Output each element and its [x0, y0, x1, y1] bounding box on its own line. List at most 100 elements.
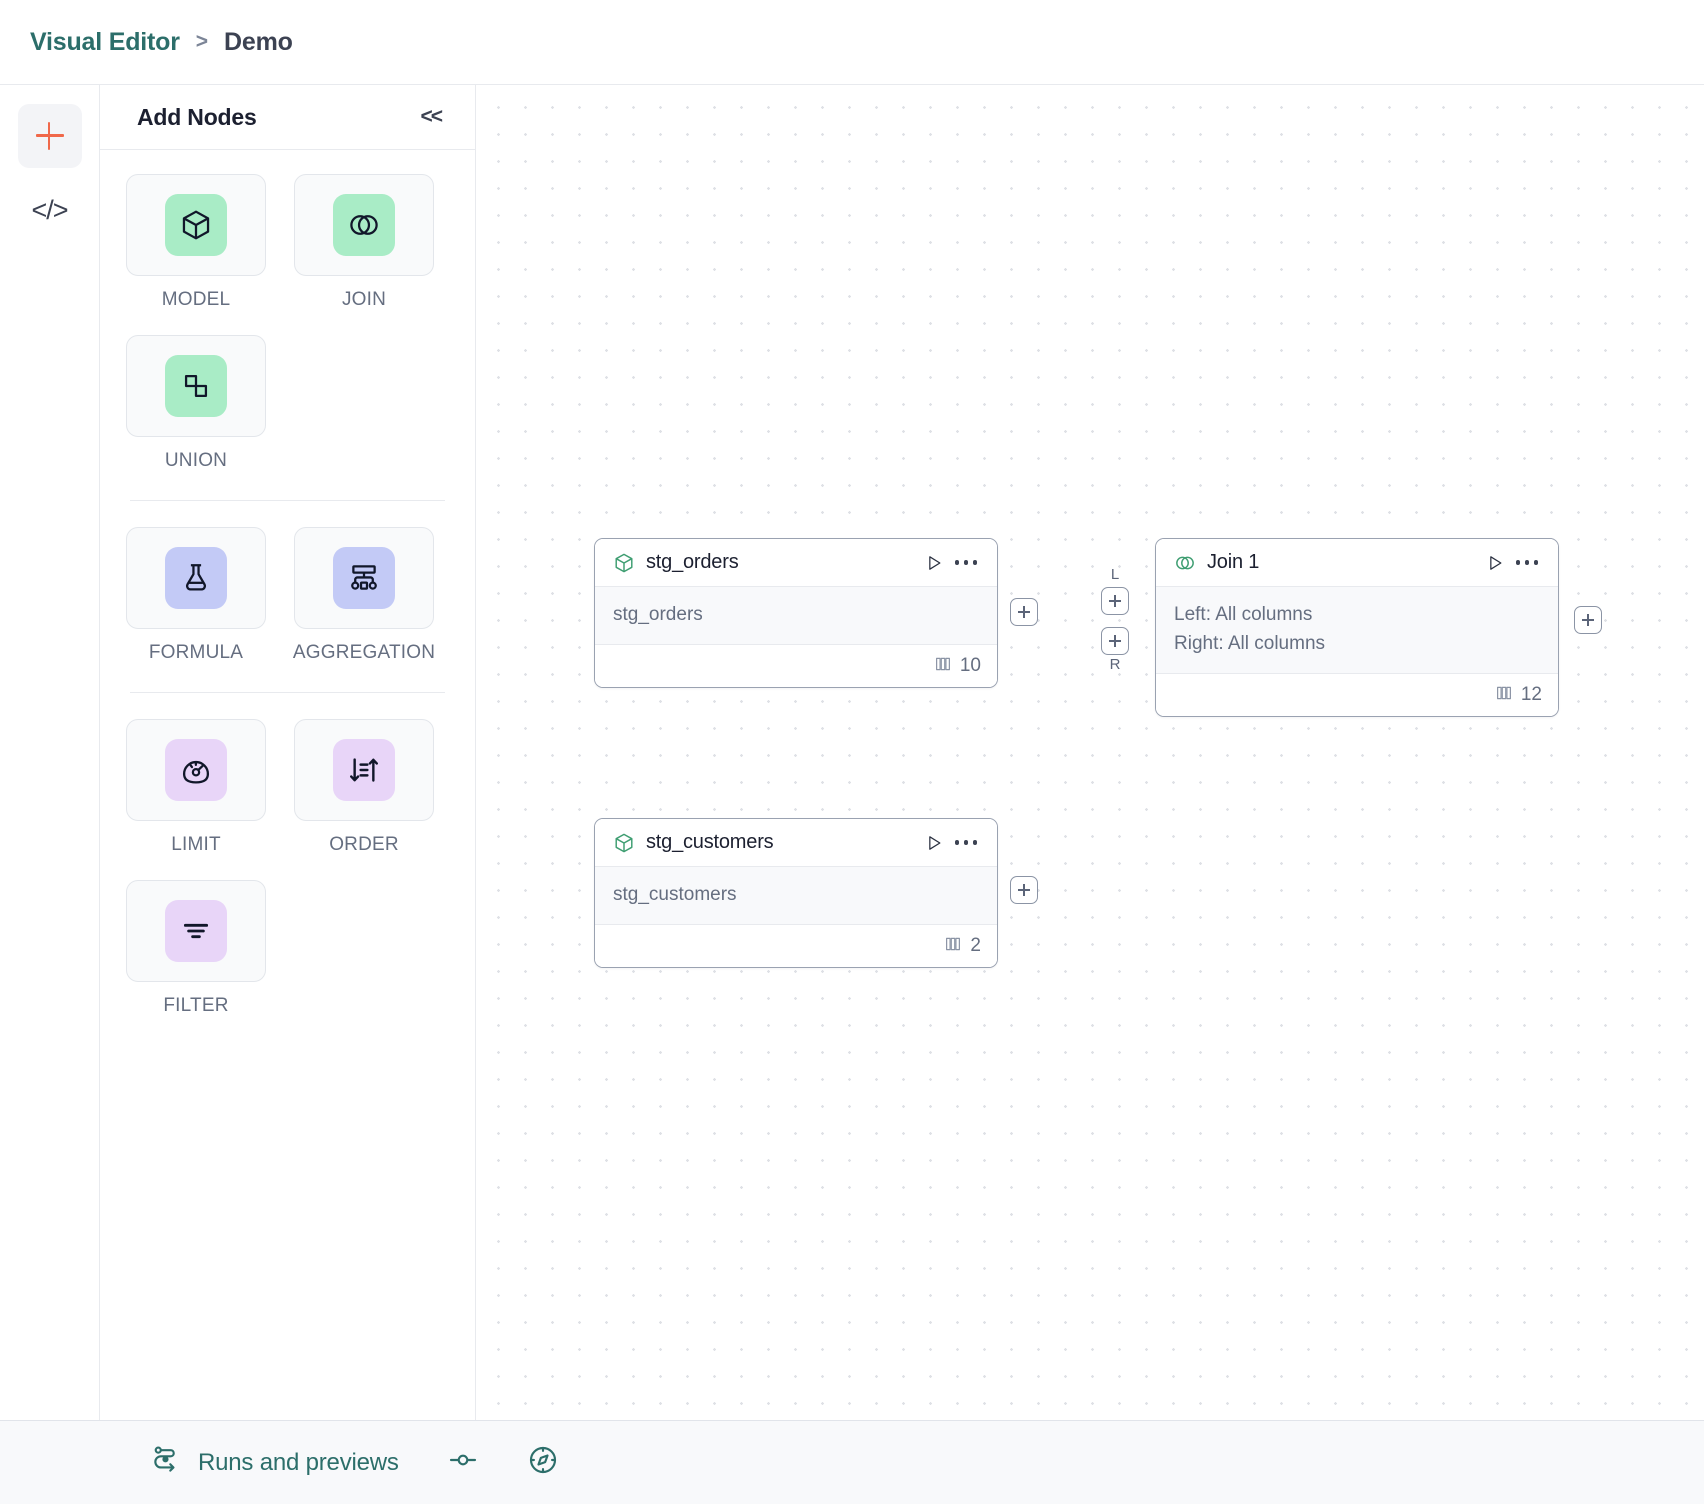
flow-node-stg-orders[interactable]: stg_orders stg_orders	[594, 538, 998, 688]
flow-node-join-1[interactable]: Join 1 Left: All columns Right: All colu…	[1155, 538, 1559, 717]
rail-code-button[interactable]: </>	[18, 178, 82, 242]
node-label-union: UNION	[164, 450, 228, 471]
play-icon[interactable]	[919, 549, 949, 577]
add-nodes-panel: Add Nodes <<	[100, 85, 476, 1420]
cube-icon	[613, 552, 635, 574]
add-nodes-header: Add Nodes <<	[100, 85, 475, 150]
handle-join-input-right[interactable]	[1101, 627, 1129, 655]
node-header: stg_orders	[595, 539, 997, 587]
collapse-panel-button[interactable]: <<	[420, 105, 443, 128]
node-title: stg_orders	[646, 551, 739, 573]
node-title: Join 1	[1207, 551, 1260, 573]
pipeline-icon	[150, 1444, 182, 1481]
node-card-formula[interactable]	[126, 527, 266, 629]
handle-orders-output[interactable]	[1010, 598, 1038, 626]
edge-layer	[476, 85, 776, 235]
slider-icon	[447, 1444, 479, 1481]
node-palette-item-order: ORDER	[294, 719, 434, 856]
node-body: stg_customers	[595, 867, 997, 925]
handle-join-input-left[interactable]	[1101, 587, 1129, 615]
bottom-toolbar: Runs and previews	[0, 1420, 1704, 1504]
node-label-aggregation: AGGREGATION	[292, 642, 436, 663]
node-card-model[interactable]	[126, 174, 266, 276]
cube-icon	[165, 194, 227, 256]
node-footer: 2	[595, 925, 997, 967]
node-palette-item-limit: LIMIT	[126, 719, 266, 856]
node-card-join[interactable]	[294, 174, 434, 276]
node-card-limit[interactable]	[126, 719, 266, 821]
code-icon: </>	[31, 194, 68, 225]
node-body: Left: All columns Right: All columns	[1156, 587, 1558, 674]
node-label-formula: FORMULA	[148, 642, 244, 663]
slider-toggle-button[interactable]	[447, 1444, 479, 1481]
node-card-aggregation[interactable]	[294, 527, 434, 629]
flow-canvas[interactable]: stg_orders stg_orders	[476, 85, 1704, 1420]
ellipsis-icon[interactable]	[951, 829, 981, 857]
runs-and-previews-button[interactable]: Runs and previews	[150, 1444, 399, 1481]
venn-icon	[1174, 552, 1196, 574]
node-card-filter[interactable]	[126, 880, 266, 982]
column-count: 10	[959, 655, 981, 676]
gauge-icon	[165, 739, 227, 801]
hierarchy-icon	[333, 547, 395, 609]
runs-and-previews-label: Runs and previews	[198, 1448, 399, 1476]
node-title: stg_customers	[646, 831, 774, 853]
node-palette-item-filter: FILTER	[126, 880, 266, 1017]
node-label-filter: FILTER	[163, 995, 229, 1016]
node-label-order: ORDER	[329, 834, 399, 855]
header: Visual Editor > Demo	[0, 0, 1704, 84]
play-icon[interactable]	[1480, 549, 1510, 577]
ellipsis-icon[interactable]	[951, 549, 981, 577]
node-palette-item-model: MODEL	[126, 174, 266, 311]
breadcrumb-separator: >	[195, 30, 209, 53]
breadcrumb-leaf[interactable]: Demo	[224, 27, 293, 56]
column-count: 12	[1520, 684, 1542, 705]
node-body-line-right: Right: All columns	[1174, 633, 1326, 654]
handle-label-left: L	[1110, 566, 1120, 583]
venn-icon	[333, 194, 395, 256]
node-body-line-left: Left: All columns	[1174, 604, 1313, 625]
rail-add-button[interactable]	[17, 104, 82, 168]
breadcrumb-root[interactable]: Visual Editor	[30, 27, 180, 56]
flask-icon	[165, 547, 227, 609]
columns-icon	[934, 655, 952, 678]
node-group-sources: MODEL JOIN	[126, 174, 449, 472]
node-group-transforms: FORMULA	[126, 527, 449, 664]
add-nodes-list: MODEL JOIN	[100, 150, 475, 1420]
body-row: </> Add Nodes <<	[0, 84, 1704, 1420]
filter-icon	[165, 900, 227, 962]
compass-icon	[527, 1444, 559, 1481]
node-body-line: stg_customers	[613, 884, 737, 905]
sort-icon	[333, 739, 395, 801]
node-footer: 10	[595, 645, 997, 687]
column-count: 2	[970, 935, 981, 956]
compass-button[interactable]	[527, 1444, 559, 1481]
handle-join-output[interactable]	[1574, 606, 1602, 634]
node-header: stg_customers	[595, 819, 997, 867]
union-icon	[165, 355, 227, 417]
flow-node-stg-customers[interactable]: stg_customers stg_customers	[594, 818, 998, 968]
node-header: Join 1	[1156, 539, 1558, 587]
handle-label-right: R	[1109, 656, 1121, 673]
node-card-order[interactable]	[294, 719, 434, 821]
node-palette-item-join: JOIN	[294, 174, 434, 311]
node-palette-item-aggregation: AGGREGATION	[292, 527, 436, 664]
panel-title: Add Nodes	[137, 103, 257, 130]
play-icon[interactable]	[919, 829, 949, 857]
node-label-model: MODEL	[161, 289, 231, 310]
node-palette-item-union: UNION	[126, 335, 266, 472]
cube-icon	[613, 832, 635, 854]
group-divider-2	[130, 692, 445, 693]
node-body: stg_orders	[595, 587, 997, 645]
node-card-union[interactable]	[126, 335, 266, 437]
left-rail: </>	[0, 85, 100, 1420]
node-footer: 12	[1156, 674, 1558, 716]
node-label-limit: LIMIT	[171, 834, 221, 855]
columns-icon	[1495, 684, 1513, 707]
ellipsis-icon[interactable]	[1512, 549, 1542, 577]
node-palette-item-formula: FORMULA	[126, 527, 266, 664]
handle-customers-output[interactable]	[1010, 876, 1038, 904]
plus-icon	[35, 122, 64, 150]
node-label-join: JOIN	[341, 289, 387, 310]
